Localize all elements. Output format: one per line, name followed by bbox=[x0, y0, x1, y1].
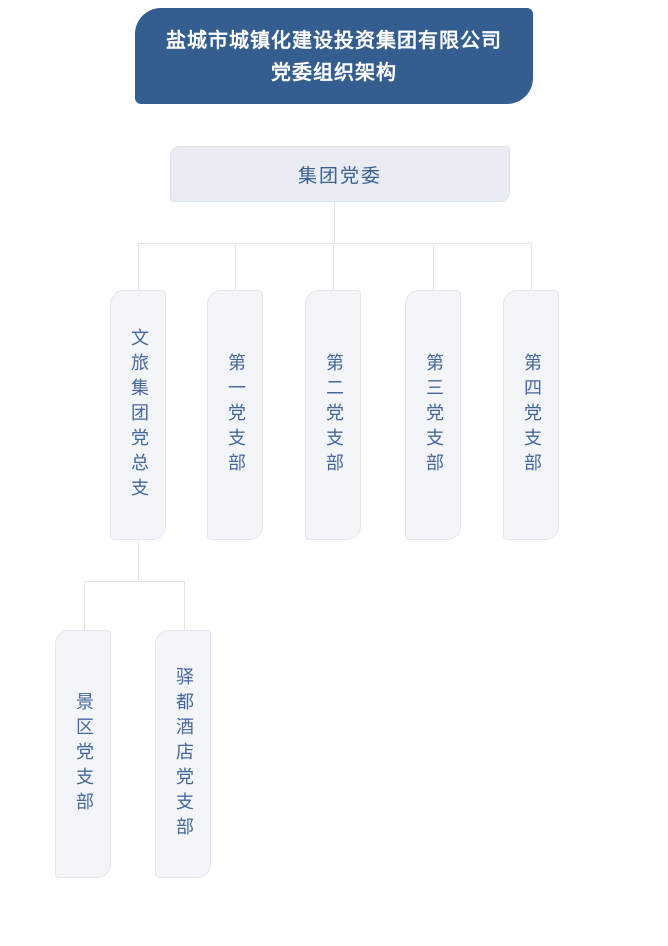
connector-level3-drop-2 bbox=[184, 581, 185, 630]
org-node-yidu-hotel-party-branch: 驿都酒店党支部 bbox=[155, 630, 211, 878]
chart-title-banner: 盐城市城镇化建设投资集团有限公司 党委组织架构 bbox=[135, 8, 533, 104]
org-node-first-party-branch: 第一党支部 bbox=[207, 290, 263, 540]
org-node-scenic-area-party-branch: 景区党支部 bbox=[55, 630, 111, 878]
connector-level3-rail bbox=[84, 581, 185, 582]
connector-level3-drop-1 bbox=[84, 581, 85, 630]
connector-wenlv-stem bbox=[138, 540, 139, 581]
org-node-label: 第二党支部 bbox=[323, 352, 344, 478]
connector-level2-drop-1 bbox=[138, 243, 139, 290]
chart-title-line1: 盐城市城镇化建设投资集团有限公司 bbox=[166, 27, 502, 52]
connector-root-stem bbox=[334, 202, 335, 243]
org-node-label: 文旅集团党总支 bbox=[128, 327, 149, 503]
org-node-label: 第四党支部 bbox=[521, 352, 542, 478]
connector-level2-drop-3 bbox=[333, 243, 334, 290]
connector-level2-rail bbox=[138, 243, 532, 244]
chart-title-line2: 党委组织架构 bbox=[271, 60, 397, 84]
connector-level2-drop-4 bbox=[433, 243, 434, 290]
org-node-fourth-party-branch: 第四党支部 bbox=[503, 290, 559, 540]
connector-level2-drop-5 bbox=[531, 243, 532, 290]
org-node-label: 景区党支部 bbox=[73, 691, 94, 817]
org-node-root-label: 集团党委 bbox=[297, 164, 382, 187]
org-node-second-party-branch: 第二党支部 bbox=[305, 290, 361, 540]
org-node-wenlv-group-general-branch: 文旅集团党总支 bbox=[110, 290, 166, 540]
org-node-label: 驿都酒店党支部 bbox=[173, 666, 194, 842]
connector-level2-drop-2 bbox=[235, 243, 236, 290]
org-node-root: 集团党委 bbox=[170, 146, 510, 202]
org-node-label: 第三党支部 bbox=[423, 352, 444, 478]
org-node-label: 第一党支部 bbox=[225, 352, 246, 478]
org-node-third-party-branch: 第三党支部 bbox=[405, 290, 461, 540]
